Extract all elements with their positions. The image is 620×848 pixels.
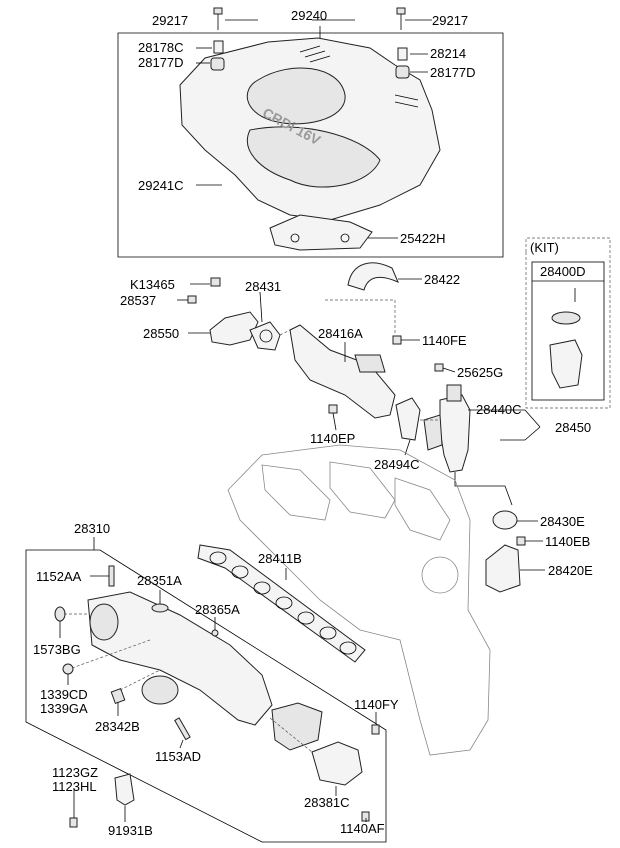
label-28440C: 28440C [476,402,522,417]
gasket-28431 [249,321,281,351]
label-28431: 28431 [245,279,281,294]
label-28411B: 28411B [258,551,302,566]
stud-1152AA [108,565,115,587]
bolt-28537 [187,295,197,304]
label-28177D-left: 28177D [138,55,184,70]
label-28422: 28422 [424,272,460,287]
heat-shield-25422H [269,214,373,251]
bolt-25625G [434,363,444,372]
label-25422H: 25422H [400,231,446,246]
plug-28365A [211,629,219,637]
label-28365A: 28365A [195,602,240,617]
label-91931B: 91931B [108,823,153,838]
label-1140AF: 1140AF [340,821,385,836]
grommet-28178C [213,40,224,54]
part-labels: 29217 29240 29217 28178C 28177D 28214 28… [33,8,593,838]
label-1153AD: 1153AD [155,749,201,764]
label-28381C: 28381C [304,795,350,810]
cylinder-head-outline [227,444,491,756]
label-29217-right: 29217 [432,13,468,28]
label-28214: 28214 [430,46,466,61]
label-1573BG: 1573BG [33,642,81,657]
bolt-K13465 [210,277,221,287]
label-29217-left: 29217 [152,13,188,28]
plug-1339CD [62,663,74,675]
label-28537: 28537 [120,293,156,308]
bracket-91931B [114,773,135,806]
grommet-28214 [397,47,408,61]
gasket-28411B [197,544,366,663]
label-28450: 28450 [555,420,591,435]
label-1140EB: 1140EB [545,534,590,549]
label-28420E: 28420E [548,563,593,578]
label-1140FE: 1140FE [422,333,467,348]
bolt-1123GZ [69,817,78,828]
bolt-29217-left [213,7,223,30]
label-28550: 28550 [143,326,179,341]
grommet-28177D-right [395,65,410,79]
egr-section [177,262,545,593]
grommet-28177D-left [210,57,225,71]
label-28351A: 28351A [137,573,182,588]
plug-1573BG [54,606,66,622]
egr-valve-28440C [439,394,471,473]
bolt-1140AF [361,811,370,822]
label-1152AA: 1152AA [36,569,82,584]
label-1123HL: 1123HL [52,779,97,794]
label-28177D-right: 28177D [430,65,476,80]
adapter-28550 [209,311,259,346]
label-28178C: 28178C [138,40,184,55]
label-28430E: 28430E [540,514,585,529]
gasket-28494C [395,397,421,441]
label-28342B: 28342B [95,719,140,734]
bolt-29217-right [396,7,406,30]
kit-egr-valve-icon [549,339,583,389]
gasket-28430E [492,510,518,530]
label-1339GA: 1339GA [40,701,88,716]
bracket-28420E [485,544,521,593]
label-kit: (KIT) [530,240,559,255]
label-29241C: 29241C [138,178,184,193]
label-28310: 28310 [74,521,110,536]
bolt-1140FE [392,335,402,345]
label-28400D: 28400D [540,264,586,279]
cap-28351A [151,603,169,613]
intake-manifold-28310 [87,591,273,726]
label-K13465: K13465 [130,277,175,292]
label-1140FY: 1140FY [354,697,399,712]
manifold-frame [25,549,387,843]
label-25625G: 25625G [457,365,503,380]
label-28494C: 28494C [374,457,420,472]
label-1339CD: 1339CD [40,687,88,702]
label-1123GZ: 1123GZ [52,765,98,780]
engine-cover-group: CRDi 16V [117,7,504,258]
label-1140EP: 1140EP [310,431,355,446]
egr-cooler-28416A [289,324,396,419]
kit-box [525,237,611,409]
bolt-1140EB [516,536,526,546]
pipe-28422 [347,262,399,291]
bolt-1140FY [371,724,380,735]
cover-frame [117,32,504,258]
bolt-1140EP [328,404,338,414]
manifold-section [25,537,387,843]
label-29240: 29240 [291,8,327,23]
kit-inner-box [531,261,605,401]
stud-1153AD [174,717,191,741]
label-28416A: 28416A [318,326,363,341]
throttle-body-28381C [311,741,363,786]
pin-28342B [110,688,126,704]
